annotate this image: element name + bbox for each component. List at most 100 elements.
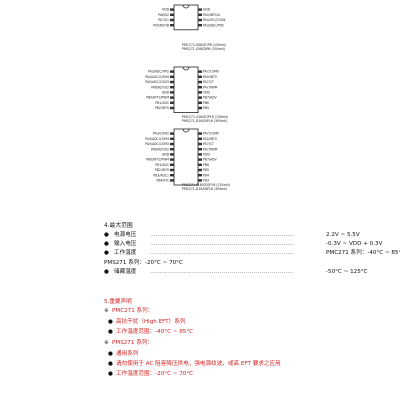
ic-pin-label-right: PA7/COM0 — [203, 70, 219, 74]
ic-pin-left — [170, 75, 174, 78]
ic-pin-left — [170, 13, 174, 16]
ic-pin-label-left: PA3/COM2 — [153, 132, 169, 136]
ic-pin-label-left: PA5/RST/B — [153, 23, 169, 27]
note-text: 请勿使用于 AC 阻容降压供电，强电源纹波，或高 EFT 要求之应用 — [116, 361, 281, 367]
ic-pin-label-right: PA7/CT — [203, 80, 214, 84]
ic-pin-label-right: PB5 — [203, 168, 209, 172]
note-star: ※ — [104, 308, 109, 314]
ic-pin-label-left: GND — [162, 91, 170, 95]
ic-pin-label-left: PB4/IOC — [156, 179, 169, 183]
ic-pin-label-left: PA4/ADC/COM4 — [145, 75, 169, 79]
ic3-caption-1: PMC271-Y16/SSOP16 (150mil) — [182, 183, 230, 187]
ic-pin-label-left: PB1/ADC — [155, 101, 169, 105]
ic-pin-left — [170, 70, 174, 73]
bullet: ● — [108, 351, 113, 357]
spec-value: 2.2V ~ 5.5V — [326, 232, 360, 238]
note-text: 通用系列 — [116, 351, 139, 357]
ic-notch — [182, 66, 190, 71]
ic-pin-right — [198, 106, 202, 110]
ic-pin-label-left: PB2/INT0 — [155, 106, 169, 110]
ic-pin-right — [198, 168, 202, 172]
ic1-caption-2: PMS271-S08/DIP8 (300mil) — [182, 47, 225, 51]
ic-pin-left — [170, 142, 174, 146]
ic-pin-label-right: PB6 — [203, 163, 209, 167]
ic-pin-left — [170, 96, 174, 99]
ic-pin-label-right: PA7/PWM — [203, 147, 218, 151]
ic-pin-label-left: PA4/ADC/COM4 — [145, 137, 169, 141]
bullet: ● — [104, 269, 109, 275]
ic-pin-left — [170, 86, 174, 89]
ic-pin-right — [198, 24, 202, 27]
ic-pin-left — [170, 80, 174, 84]
ic-pin-left — [170, 137, 174, 140]
spec-row-input-voltage: ● 输入电压 ……………………………………………………………… -0.3V ~ … — [104, 240, 382, 249]
bullet: ● — [108, 361, 113, 367]
ic-pin-left — [170, 91, 174, 94]
ic-pin-label-left: PB3/ADC1 — [153, 173, 169, 177]
ic-pin-label-right: PA7/PWM — [203, 85, 218, 89]
ic-pin-label-right: VDD — [203, 153, 210, 157]
ic-pin-label-left: PA5/ADC/COM3 — [145, 80, 169, 84]
ic-pin-right — [198, 179, 202, 182]
ic-pin-label-right: PB7/ADV — [203, 96, 217, 100]
ic-pin-left — [170, 8, 174, 11]
ic-pin-right — [198, 174, 202, 177]
ic-pin-label-right: PA4/IOC/COM4 — [203, 18, 226, 22]
ic-pin-label-right: PA0/INT0/A — [203, 13, 221, 17]
ic-pin-left — [170, 153, 174, 156]
ic-pin-label-left: PA7/X1 — [158, 18, 169, 22]
ic-pin-label-right: PB7/ADV — [203, 158, 217, 162]
ic-pin-label-left: PB0/INT1/PWM — [146, 158, 169, 162]
spec-row-operating-temp: ● 工作温度 ……………………………………………………………… PMC271 系… — [104, 249, 400, 258]
ic1-caption-1: PMC271-S08/SOP8 (150mil) — [182, 43, 227, 47]
ic-pin-left — [170, 158, 174, 161]
ic-pin-label-left: PA5/ADC/COM3 — [145, 142, 169, 146]
ic-pin-right — [198, 8, 202, 11]
ic-pin-right — [198, 142, 202, 146]
pmc-series-label: PMC271 系列： — [112, 308, 154, 314]
bullet: ● — [108, 329, 113, 335]
ic-pin-label-right: PB4 — [203, 173, 209, 177]
ic-pin-label-right: PB3 — [203, 179, 209, 183]
leader-dots: ……………………………………………………………… — [150, 269, 294, 275]
ic-pin-label-right: PA7/CT — [203, 142, 214, 146]
ic-pin-left — [170, 148, 174, 151]
bullet: ● — [104, 232, 109, 238]
ic-body — [173, 66, 199, 113]
leader-dots: ……………………………………………………………… — [150, 241, 294, 247]
ic-pin-left — [170, 132, 174, 135]
ic-pin-right — [198, 163, 202, 166]
ic-pin-label-left: PA6/RST/X2 — [151, 85, 169, 89]
ic-pin-label-left: PA6/X2 — [158, 13, 169, 17]
ic-pin-label-left: GND — [162, 153, 170, 157]
ic-pin-label-right: PA3/ADC/TM2 — [203, 23, 224, 27]
ic-pin-right — [198, 137, 202, 140]
ic-pin-left — [170, 18, 174, 22]
ic-pin-label-right: VDD — [203, 91, 210, 95]
ic-pin-right — [198, 18, 202, 22]
ic-pin-label-right: PA0/INT0 — [203, 137, 217, 141]
bullet: ● — [104, 250, 109, 256]
ic-body — [173, 128, 199, 186]
ic-pin-right — [198, 132, 202, 135]
bullet: ● — [104, 241, 109, 247]
pms-temp-line: PMS271 系列：-20°C ~ 70°C — [104, 260, 183, 266]
ic3-caption-2: PMS271-D16/DIP16 (300mil) — [182, 187, 228, 191]
ic-pin-right — [198, 153, 202, 156]
ic2-caption-2: PMS271-D16/DIP16 (300mil) — [182, 119, 228, 123]
ic-pin-right — [198, 75, 202, 78]
ic-notch — [182, 128, 190, 133]
ic-pin-label-left: PB0/INT1/PWM — [146, 96, 169, 100]
ic-pin-right — [198, 148, 202, 151]
section4-title: 4.最大范围 — [104, 223, 133, 229]
ic-pin-right — [198, 80, 202, 84]
ic-pin-right — [198, 70, 202, 73]
ic-pin-label-right: PA7/COM0 — [203, 132, 219, 136]
spec-value: PMC271 系列：-40°C ~ 85°C — [326, 250, 400, 256]
ic-pin-right — [198, 158, 202, 161]
ic-pin-label-right: GND — [203, 8, 211, 12]
note-text: 工作温度范围：-40°C ~ 85°C — [116, 329, 194, 335]
